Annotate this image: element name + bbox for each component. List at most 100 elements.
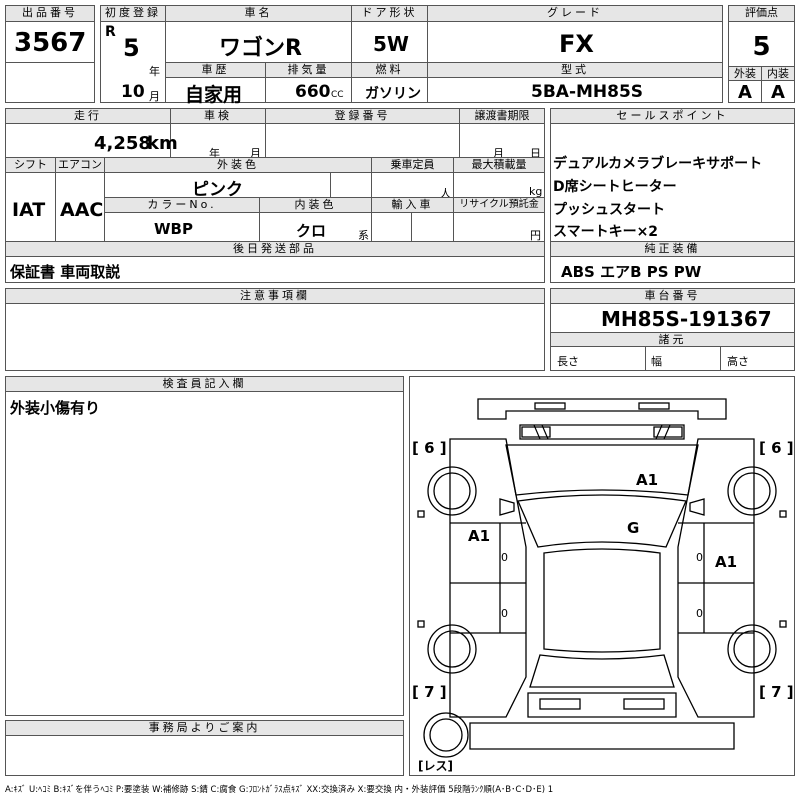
sales-point-item: スマートキー×2: [553, 224, 659, 240]
aircon-header: エアコン: [56, 158, 104, 173]
recycle-unit: 円: [530, 229, 541, 242]
color-no-header: カラーNo.: [105, 198, 259, 213]
tire-front-left: [ 6 ]: [412, 439, 447, 457]
lot-number-value: 3567: [14, 28, 87, 58]
sales-points-header: セールスポイント: [551, 109, 794, 124]
spec-height-label: 高さ: [727, 355, 749, 368]
zero-marker: 0: [696, 607, 703, 620]
zero-marker: 0: [501, 607, 508, 620]
displacement-unit: CC: [331, 90, 344, 100]
transfer-month-unit: 月: [493, 147, 504, 160]
door-header: ドア形状: [352, 6, 427, 22]
damage-mark-windshield: G: [627, 519, 640, 537]
car-name-value: ワゴンR: [219, 36, 302, 61]
reg-no-header: 登録番号: [266, 109, 459, 124]
chassis-header: 車台番号: [551, 289, 794, 304]
transfer-day-unit: 日: [530, 147, 541, 160]
first-reg-header: 初度登録: [101, 6, 165, 22]
exterior-grade-header: 外装: [729, 67, 761, 81]
later-parts-header: 後日発送部品: [6, 242, 544, 257]
damage-diagram-box: [ 6 ] [ 6 ] [ 7 ] [ 7 ] [レス] A1 G A1 A1 …: [409, 376, 795, 776]
genuine-equip-value: ABS エアB PS PW: [561, 263, 702, 281]
reg-year-value: 5: [123, 34, 140, 62]
capacity-header: 乗車定員: [372, 158, 453, 173]
ext-color-value: ピンク: [192, 180, 243, 200]
int-color-unit: 系: [358, 229, 369, 242]
history-value: 自家用: [185, 84, 243, 106]
displacement-value: 660: [295, 82, 331, 102]
inspector-note: 外装小傷有り: [10, 399, 101, 417]
spare-tire-label: [レス]: [418, 759, 453, 773]
zero-marker: 0: [696, 551, 703, 564]
sales-point-item: デュアルカメラブレーキサポート: [553, 156, 763, 172]
damage-mark-hood: A1: [636, 471, 659, 489]
inspection-header: 車検: [171, 109, 265, 124]
chassis-box: 車台番号 MH85S-191367 諸元 長さ 幅 高さ: [550, 288, 795, 371]
specs-header: 諸元: [551, 333, 794, 347]
spec-width-label: 幅: [651, 355, 662, 368]
sales-point-item: プッシュスタート: [553, 202, 665, 218]
max-load-header: 最大積載量: [454, 158, 544, 173]
model-header: 型式: [428, 63, 722, 78]
insp-year-unit: 年: [209, 147, 220, 160]
aircon-value: AAC: [60, 199, 104, 221]
max-load-unit: kg: [529, 185, 543, 198]
sales-point-item: D席シートヒーター: [553, 179, 677, 195]
ext-color-header: 外装色: [105, 158, 371, 173]
insp-month-unit: 月: [250, 147, 261, 160]
inspector-header: 検査員記入欄: [6, 377, 403, 392]
damage-mark-right-rear-door: A1: [715, 553, 738, 571]
model-value: 5BA-MH85S: [531, 82, 644, 102]
import-header: 輸入車: [372, 198, 453, 213]
rating-value: 5: [752, 32, 771, 62]
later-parts-value: 保証書 車両取説: [10, 263, 121, 281]
rating-header: 評価点: [729, 6, 794, 22]
inspector-box: 検査員記入欄 外装小傷有り: [5, 376, 404, 716]
reg-month-value: 10: [121, 82, 145, 102]
office-header: 事務局よりご案内: [6, 721, 403, 736]
recycle-header: リサイクル預託金: [454, 198, 544, 213]
genuine-equip-header: 純正装備: [551, 242, 794, 257]
int-color-value: クロ: [296, 222, 327, 240]
spec-length-label: 長さ: [557, 355, 579, 368]
zero-marker: 0: [501, 551, 508, 564]
shift-value: IAT: [12, 199, 46, 221]
era-value: R: [105, 24, 116, 40]
tire-rear-left: [ 7 ]: [412, 683, 447, 701]
color-no-value: WBP: [154, 220, 193, 238]
year-unit: 年: [149, 65, 160, 78]
displacement-header: 排気量: [266, 63, 351, 78]
mileage-value: 4,258: [94, 133, 151, 154]
rating-box: 評価点 5 外装 内装 A A: [728, 5, 795, 103]
fuel-value: ガソリン: [365, 86, 421, 102]
grade-header: グレード: [428, 6, 722, 22]
exterior-grade-value: A: [738, 82, 752, 103]
office-box: 事務局よりご案内: [5, 720, 404, 776]
history-header: 車歴: [166, 63, 265, 78]
int-color-header: 内装色: [260, 198, 371, 213]
vehicle-info-box: 初度登録 車名 ドア形状 グレード R 5 年 ワゴンR 5W FX 車歴 排気…: [100, 5, 723, 106]
mileage-header: 走行: [6, 109, 170, 124]
notes-box: 注意事項欄: [5, 288, 545, 371]
chassis-value: MH85S-191367: [601, 307, 772, 331]
details-box: 走行 車検 登録番号 譲渡書期限 4,258 km 年 月 月 日 シフト エア…: [5, 108, 545, 283]
interior-grade-value: A: [771, 82, 785, 103]
notes-header: 注意事項欄: [6, 289, 544, 304]
tire-rear-right: [ 7 ]: [759, 683, 794, 701]
grade-value: FX: [559, 30, 594, 58]
legend-text: A:ｷｽﾞ U:ﾍｺﾐ B:ｷｽﾞを伴うﾍｺﾐ P:要塗装 W:補修跡 S:錆 …: [5, 785, 554, 795]
door-value: 5W: [373, 32, 409, 56]
fuel-header: 燃料: [352, 63, 427, 78]
car-diagram: [417, 398, 787, 758]
lot-number-box: 出品番号 3567: [5, 5, 95, 103]
sales-points-box: セールスポイント デュアルカメラブレーキサポート D席シートヒーター プッシュス…: [550, 108, 795, 283]
tire-front-right: [ 6 ]: [759, 439, 794, 457]
capacity-unit: 人: [440, 187, 451, 200]
damage-mark-left-front-door: A1: [468, 527, 491, 545]
transfer-header: 譲渡書期限: [460, 109, 544, 124]
lot-number-header: 出品番号: [6, 6, 94, 22]
mileage-unit: km: [147, 133, 178, 154]
car-name-header: 車名: [166, 6, 351, 22]
interior-grade-header: 内装: [762, 67, 794, 81]
shift-header: シフト: [6, 158, 55, 173]
